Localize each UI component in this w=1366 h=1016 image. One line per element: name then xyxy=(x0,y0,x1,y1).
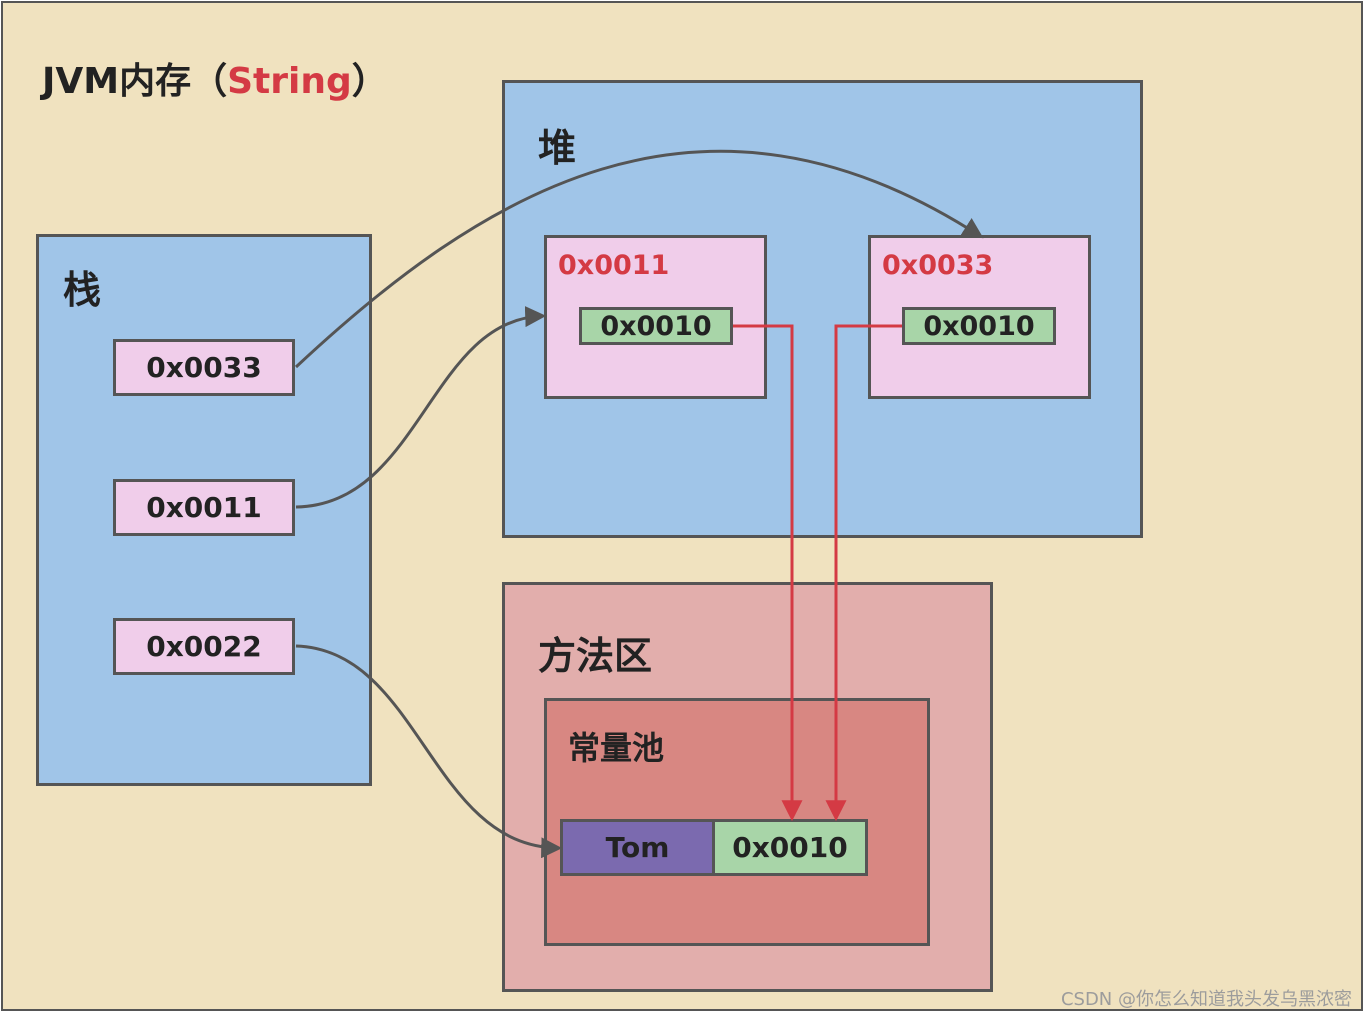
stack-var-0x0011: 0x0011 xyxy=(113,479,295,536)
heap-object-address: 0x0011 xyxy=(558,250,670,281)
heap-object-address: 0x0033 xyxy=(882,250,994,281)
heap-label: 堆 xyxy=(538,126,577,170)
stack-var-0x0033: 0x0033 xyxy=(113,339,295,396)
diagram-title: JVM内存（String） xyxy=(42,52,388,104)
method-area-label: 方法区 xyxy=(538,634,653,678)
title-prefix: JVM内存（ xyxy=(42,61,228,102)
stack-label: 栈 xyxy=(63,268,102,312)
constant-pool-address: 0x0010 xyxy=(712,819,868,876)
heap-object-field: 0x0010 xyxy=(579,307,733,345)
watermark: CSDN @你怎么知道我头发乌黑浓密 xyxy=(1060,989,1352,1010)
constant-pool-value: Tom xyxy=(560,819,715,876)
title-suffix: ） xyxy=(351,61,388,102)
constant-pool-label: 常量池 xyxy=(568,729,665,767)
heap-object-field: 0x0010 xyxy=(902,307,1056,345)
stack-var-0x0022: 0x0022 xyxy=(113,618,295,675)
title-highlight: String xyxy=(227,61,352,102)
